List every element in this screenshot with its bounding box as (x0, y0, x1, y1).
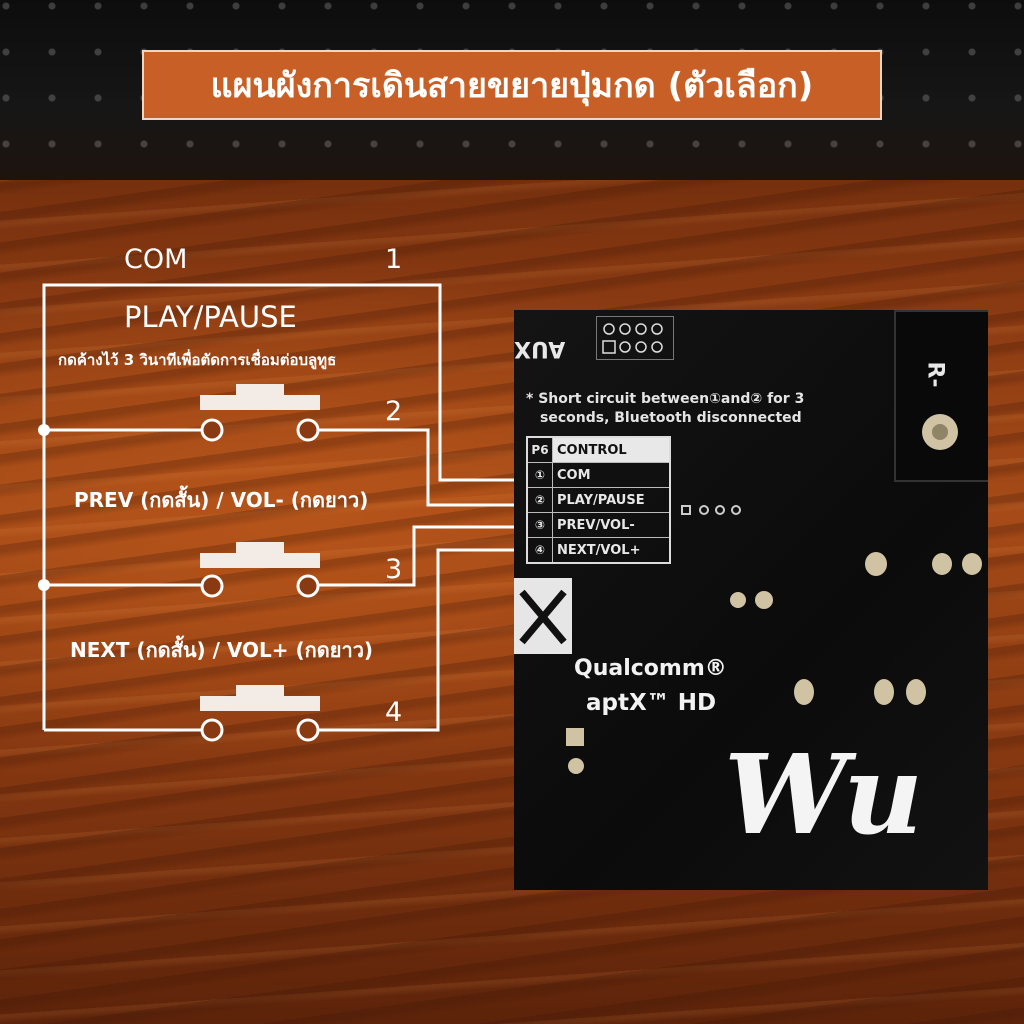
board-short-circuit-note: * Short circuit between①and② for 3 secon… (526, 391, 805, 426)
pin-1-label: 1 (385, 244, 403, 275)
screw-terminal-icon (922, 414, 958, 450)
page-title: แผนผังการเดินสายขยายปุ่มกด (ตัวเลือก) (142, 50, 882, 120)
table-row: ② PLAY/PAUSE (528, 488, 669, 513)
switch-next-vol-up (200, 685, 320, 742)
board-components (514, 505, 982, 774)
switch-prev-vol-down (200, 542, 320, 598)
com-label: COM (124, 244, 188, 275)
junction-dot (38, 579, 50, 591)
table-row: P6 CONTROL (528, 438, 669, 463)
pin-header-icon (602, 323, 663, 354)
board-script-logo: Wu (724, 730, 924, 859)
board-pin-header (596, 316, 674, 360)
board-codec-label: aptX™ HD (586, 690, 717, 716)
play-pause-label: PLAY/PAUSE (124, 300, 297, 334)
board-control-table: P6 CONTROL ① COM ② PLAY/PAUSE ③ PREV/VOL… (526, 436, 671, 564)
prev-vol-down-label: PREV (กดสั้น) / VOL- (กดยาว) (74, 488, 369, 512)
table-row: ③ PREV/VOL- (528, 513, 669, 538)
pin-3-label: 3 (385, 554, 403, 585)
switch2-wire-right (318, 525, 520, 587)
page-title-text: แผนผังการเดินสายขยายปุ่มกด (ตัวเลือก) (210, 66, 814, 106)
junction-dot (38, 424, 50, 436)
board-brand-label: Qualcomm® (574, 656, 727, 681)
play-hold-note: กดค้างไว้ 3 วินาทีเพื่อตัดการเชื่อมต่อบล… (58, 351, 337, 369)
circuit-board: AUX * Short circuit between①and② for 3 s… (514, 310, 988, 890)
pin-2-label: 2 (385, 396, 403, 427)
switch1-wire-right (318, 428, 520, 507)
next-vol-up-label: NEXT (กดสั้น) / VOL+ (กดยาว) (70, 638, 374, 662)
pin-4-label: 4 (385, 697, 403, 728)
switch3-wire-right (318, 548, 520, 732)
board-right-panel (894, 310, 988, 482)
switch-play-pause (200, 384, 320, 442)
table-row: ① COM (528, 463, 669, 488)
table-row: ④ NEXT/VOL+ (528, 538, 669, 562)
